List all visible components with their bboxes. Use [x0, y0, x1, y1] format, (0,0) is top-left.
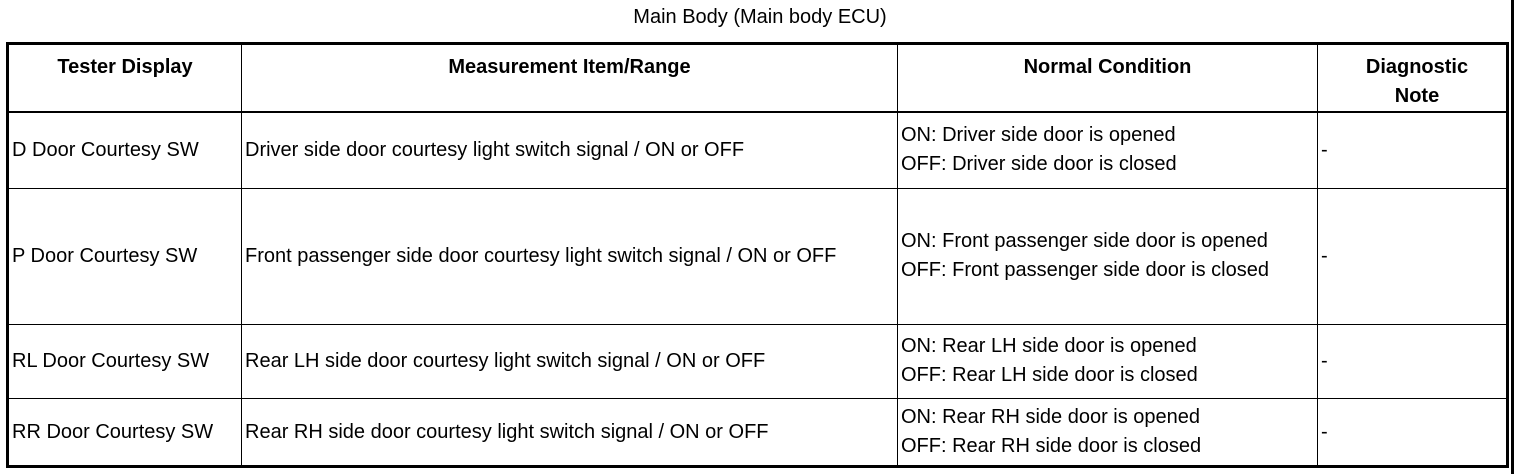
- normal-on-text: ON: Driver side door is opened: [901, 124, 1176, 147]
- tester-display-cell: RL Door Courtesy SW: [7, 323, 242, 400]
- measurement-cell: Front passenger side door courtesy light…: [241, 187, 898, 325]
- diagnostic-note-cell: -: [1317, 187, 1508, 325]
- page-title: Main Body (Main body ECU): [633, 6, 887, 28]
- table-row: RR Door Courtesy SW Rear RH side door co…: [7, 398, 1508, 467]
- measurement-cell: Rear LH side door courtesy light switch …: [241, 323, 898, 400]
- table-row: RL Door Courtesy SW Rear LH side door co…: [7, 323, 1508, 400]
- table-row: P Door Courtesy SW Front passenger side …: [7, 187, 1508, 325]
- normal-off-text: OFF: Rear LH side door is closed: [901, 364, 1198, 387]
- diagnostic-note-cell: -: [1317, 398, 1508, 467]
- tester-display-cell: P Door Courtesy SW: [7, 187, 242, 325]
- normal-on-text: ON: Rear RH side door is opened: [901, 406, 1201, 429]
- table-header-row: Tester Display Measurement Item/Range No…: [7, 43, 1508, 113]
- normal-condition-cell: ON: Rear LH side door is opened OFF: Rea…: [897, 323, 1318, 400]
- page-border-rule: [1511, 0, 1514, 474]
- column-header-tester-display: Tester Display: [7, 43, 242, 113]
- tester-display-cell: D Door Courtesy SW: [7, 111, 242, 189]
- normal-on-text: ON: Front passenger side door is opened: [901, 230, 1268, 253]
- diagnostic-note-cell: -: [1317, 323, 1508, 400]
- normal-off-text: OFF: Front passenger side door is closed: [901, 259, 1269, 282]
- normal-off-text: OFF: Driver side door is closed: [901, 153, 1177, 176]
- tester-display-cell: RR Door Courtesy SW: [7, 398, 242, 467]
- normal-condition-cell: ON: Front passenger side door is opened …: [897, 187, 1318, 325]
- measurement-cell: Driver side door courtesy light switch s…: [241, 111, 898, 189]
- column-header-normal-condition: Normal Condition: [897, 43, 1318, 113]
- column-header-measurement: Measurement Item/Range: [241, 43, 898, 113]
- normal-on-text: ON: Rear LH side door is opened: [901, 335, 1197, 358]
- normal-condition-cell: ON: Rear RH side door is opened OFF: Rea…: [897, 398, 1318, 467]
- normal-condition-cell: ON: Driver side door is opened OFF: Driv…: [897, 111, 1318, 189]
- normal-off-text: OFF: Rear RH side door is closed: [901, 435, 1202, 458]
- diagnostic-note-cell: -: [1317, 111, 1508, 189]
- measurement-cell: Rear RH side door courtesy light switch …: [241, 398, 898, 467]
- data-table: Tester Display Measurement Item/Range No…: [6, 42, 1509, 468]
- table-row: D Door Courtesy SW Driver side door cour…: [7, 111, 1508, 189]
- column-header-diagnostic-note: Diagnostic Note: [1317, 43, 1508, 113]
